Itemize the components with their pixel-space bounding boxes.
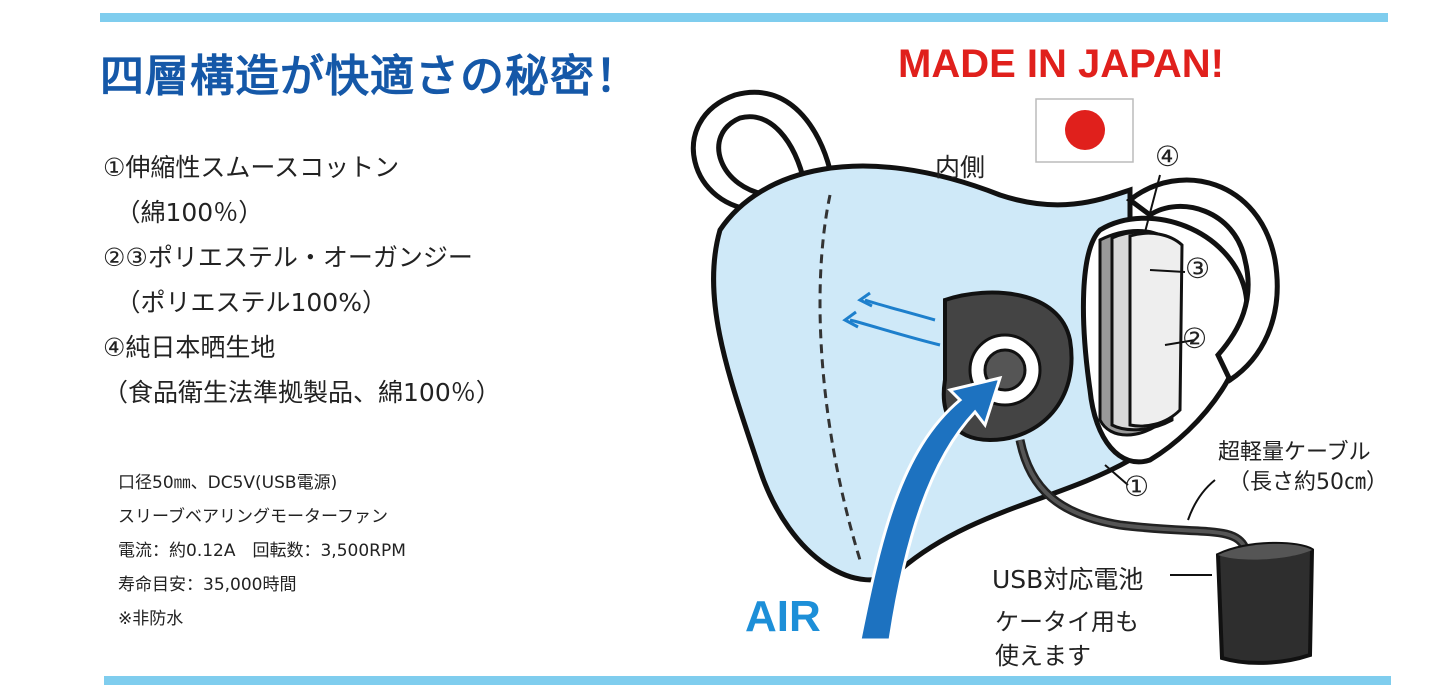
spec-item: 口径50㎜、DC5V(USB電源)	[118, 473, 338, 493]
spec-list: 口径50㎜、DC5V(USB電源) スリーブベアリングモーターファン 電流：約0…	[118, 466, 406, 636]
bottom-accent-bar	[104, 676, 1391, 685]
ear-loop-left	[690, 89, 833, 213]
headline: 四層構造が快適さの秘密！	[100, 51, 640, 102]
spec-item: ※非防水	[118, 609, 184, 629]
battery-label: USB対応電池	[992, 565, 1144, 594]
top-accent-bar	[100, 13, 1388, 22]
air-label: AIR	[745, 592, 821, 641]
layer-item: （ポリエステル100%）	[103, 288, 387, 317]
spec-item: 寿命目安：35,000時間	[118, 575, 297, 595]
inner-side-label: 内側	[935, 153, 986, 182]
layer-3-number: ③	[1185, 252, 1211, 285]
layer-2-number: ②	[1182, 322, 1208, 355]
spec-item: 電流：約0.12A 回転数：3,500RPM	[118, 541, 406, 561]
ear-loop-right	[1125, 177, 1280, 384]
layer-item: ②③ポリエステル・オーガンジー	[103, 243, 473, 272]
cable-label: 超軽量ケーブル	[1218, 440, 1371, 465]
layer-item: （綿100％）	[103, 198, 264, 227]
layer-4-number: ④	[1155, 140, 1181, 173]
layer-2	[1128, 231, 1184, 428]
made-in-japan: MADE IN JAPAN!	[898, 42, 1224, 86]
layer-list: ①伸縮性スムースコットン （綿100％） ②③ポリエステル・オーガンジー （ポリ…	[103, 145, 501, 415]
air-intake-arrow	[858, 375, 1003, 642]
cable-length-label: （長さ約50㎝）	[1228, 470, 1388, 495]
layer-item: ①伸縮性スムースコットン	[103, 153, 400, 182]
layer-item: （食品衛生法準拠製品、綿100％）	[103, 378, 501, 407]
battery-icon	[1215, 541, 1315, 665]
mask-seam	[818, 194, 862, 561]
airflow-arrows	[842, 291, 941, 347]
layer-1-number: ①	[1124, 470, 1150, 503]
layer-item: ④純日本晒生地	[103, 333, 276, 362]
phone-compatible-label-2: 使えます	[995, 642, 1091, 670]
japan-flag-icon	[1035, 98, 1134, 163]
mask-body	[711, 163, 1133, 583]
spec-item: スリーブベアリングモーターファン	[118, 507, 388, 527]
phone-compatible-label: ケータイ用も	[995, 608, 1139, 636]
